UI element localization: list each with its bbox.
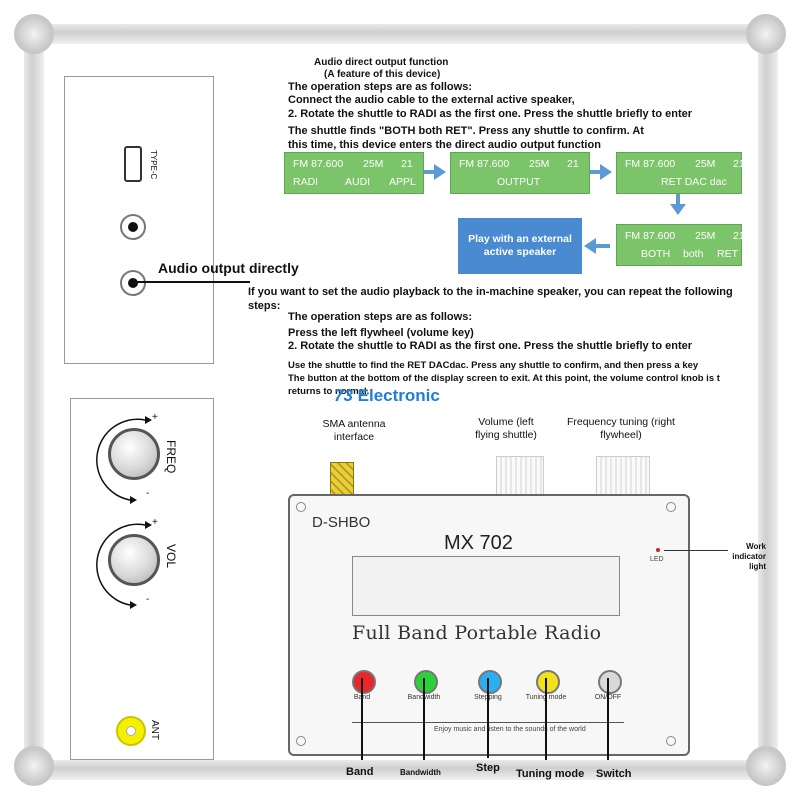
lcd-screen-2: FM 87.600 25M 21 OUTPUT bbox=[450, 152, 590, 194]
audio-output-callout: Audio output directly bbox=[158, 260, 299, 276]
frequency-flywheel[interactable] bbox=[596, 456, 650, 498]
flow-arrow-shaft bbox=[596, 244, 610, 248]
knob-arcs bbox=[96, 416, 152, 609]
vol-plus: + bbox=[152, 517, 158, 528]
ant-label: ANT bbox=[149, 720, 160, 740]
step-line: The button at the bottom of the display … bbox=[288, 373, 720, 384]
instruction-line: 2. Rotate the shuttle to RADI as the fir… bbox=[288, 108, 693, 120]
callout-line bbox=[607, 678, 609, 760]
flow-arrow-right bbox=[600, 164, 612, 180]
step-line: Press the left flywheel (volume key) bbox=[288, 327, 474, 339]
callout-line bbox=[545, 678, 547, 760]
led-indicator bbox=[656, 548, 660, 552]
callout-line bbox=[487, 678, 489, 758]
led-label: LED bbox=[650, 556, 664, 563]
tagline: Enjoy music and listen to the sounds of … bbox=[434, 726, 586, 733]
callout-tuning-mode: Tuning mode bbox=[516, 768, 585, 780]
frequency-label: Frequency tuning (right flywheel) bbox=[567, 416, 675, 441]
lcd-screen-3: FM 87.600 25M 21 RET DAC dac bbox=[616, 152, 745, 194]
radio-body bbox=[288, 494, 690, 756]
vol-label: VOL bbox=[164, 544, 178, 569]
type-c-label: TYPE-C bbox=[149, 150, 158, 180]
external-speaker-box: Play with an external active speaker bbox=[458, 218, 582, 274]
bandwidth-button[interactable] bbox=[414, 670, 438, 694]
callout-bandwidth: Bandwidth bbox=[400, 768, 441, 777]
flow-arrow-shaft bbox=[424, 170, 436, 174]
repeat-line: steps: bbox=[248, 300, 281, 312]
ant-connector bbox=[116, 716, 146, 746]
tuning-mode-button[interactable] bbox=[536, 670, 560, 694]
callout-line bbox=[134, 281, 250, 283]
step-line: returns to normal. bbox=[288, 386, 370, 397]
callout-switch: Switch bbox=[596, 768, 632, 780]
frame-top bbox=[22, 24, 778, 44]
watermark-logo: 73 Electronic bbox=[334, 386, 440, 406]
vol-minus: - bbox=[146, 594, 150, 605]
lcd-screen-1: FM 87.600 25M 21 RADI AUDI APPL bbox=[284, 152, 424, 194]
flow-arrow-left bbox=[584, 238, 596, 254]
screw-icon bbox=[296, 502, 306, 512]
audio-jack-2 bbox=[120, 270, 146, 296]
led-callout-line bbox=[664, 550, 728, 551]
screw-icon bbox=[666, 736, 676, 746]
watermark-number: 73 bbox=[334, 386, 353, 405]
freq-minus: - bbox=[146, 488, 150, 499]
volume-shuttle[interactable] bbox=[496, 456, 544, 498]
frame-bottom bbox=[22, 760, 778, 780]
sma-antenna bbox=[330, 462, 354, 498]
callout-step: Step bbox=[476, 762, 500, 774]
screw-icon bbox=[296, 736, 306, 746]
steps-intro: The operation steps are as follows: bbox=[288, 311, 472, 323]
brand-label: D-SHBO bbox=[312, 514, 371, 531]
flow-arrow-right bbox=[434, 164, 446, 180]
on-off-button[interactable] bbox=[598, 670, 622, 694]
stepping-button[interactable] bbox=[478, 670, 502, 694]
freq-plus: + bbox=[152, 412, 158, 423]
screw-icon bbox=[666, 502, 676, 512]
display-screen bbox=[352, 556, 620, 616]
lcd-screen-4: FM 87.600 25M 21 BOTH both RET bbox=[616, 224, 745, 266]
audio-jack-1 bbox=[120, 214, 146, 240]
repeat-line: If you want to set the audio playback to… bbox=[248, 286, 733, 298]
callout-band: Band bbox=[346, 766, 374, 778]
freq-knob[interactable] bbox=[108, 428, 160, 480]
callout-line bbox=[361, 678, 363, 760]
frame-corner bbox=[746, 746, 786, 786]
instructions-subheading: (A feature of this device) bbox=[324, 69, 441, 80]
frame-corner bbox=[14, 14, 54, 54]
model-label: MX 702 bbox=[444, 532, 513, 554]
flow-arrow-shaft bbox=[676, 194, 680, 204]
band-button[interactable] bbox=[352, 670, 376, 694]
frame-corner bbox=[746, 14, 786, 54]
instructions-heading: Audio direct output function bbox=[314, 57, 449, 68]
instruction-line: The shuttle finds "BOTH both RET". Press… bbox=[288, 125, 644, 137]
watermark-word: Electronic bbox=[357, 386, 440, 405]
instruction-line: this time, this device enters the direct… bbox=[288, 139, 601, 151]
flow-arrow-shaft bbox=[590, 170, 602, 174]
work-light-label: Work indicator light bbox=[732, 542, 766, 571]
radio-title: Full Band Portable Radio bbox=[352, 622, 602, 644]
vol-knob[interactable] bbox=[108, 534, 160, 586]
steps-intro: The operation steps are as follows: bbox=[288, 81, 472, 93]
step-line: 2. Rotate the shuttle to RADI as the fir… bbox=[288, 340, 693, 352]
instruction-line: Connect the audio cable to the external … bbox=[288, 94, 575, 106]
volume-label: Volume (left flying shuttle) bbox=[475, 416, 537, 441]
freq-label: FREQ bbox=[164, 440, 178, 474]
callout-line bbox=[423, 678, 425, 760]
frame-left bbox=[24, 22, 44, 778]
frame-right bbox=[758, 22, 778, 778]
sma-label: SMA antenna interface bbox=[322, 418, 386, 443]
step-line: Use the shuttle to find the RET DACdac. … bbox=[288, 360, 699, 371]
flow-arrow-down bbox=[670, 204, 686, 215]
frame-corner bbox=[14, 746, 54, 786]
type-c-port bbox=[124, 146, 142, 182]
